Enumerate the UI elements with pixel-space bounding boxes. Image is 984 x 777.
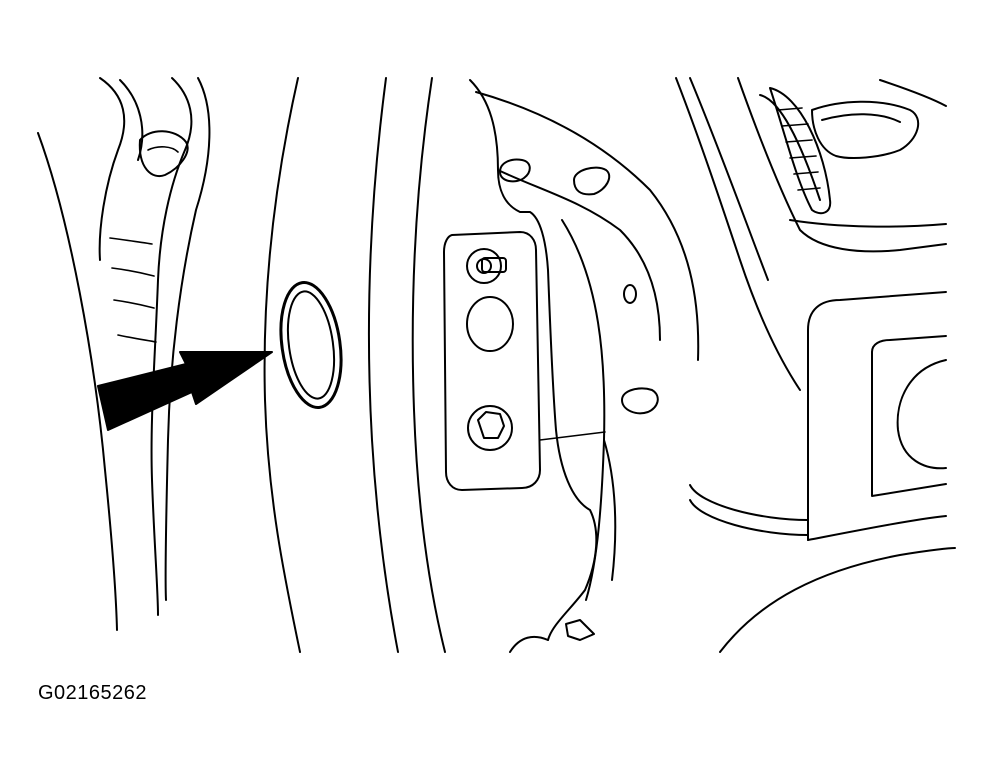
lower-panel — [509, 547, 956, 653]
door-edge-panel — [263, 77, 446, 653]
hinge-pillar — [443, 79, 700, 641]
bolt-hole — [466, 296, 514, 352]
panel-slots — [499, 158, 659, 641]
arrow-pointer-icon — [97, 351, 273, 431]
instrument-panel — [675, 77, 947, 541]
access-hole-plug — [279, 280, 343, 410]
left-pillar-trim — [37, 77, 211, 631]
stud-bolt-icon — [466, 248, 507, 284]
figure-id-label: G02165262 — [38, 682, 148, 704]
hex-bolt-icon — [467, 405, 513, 451]
